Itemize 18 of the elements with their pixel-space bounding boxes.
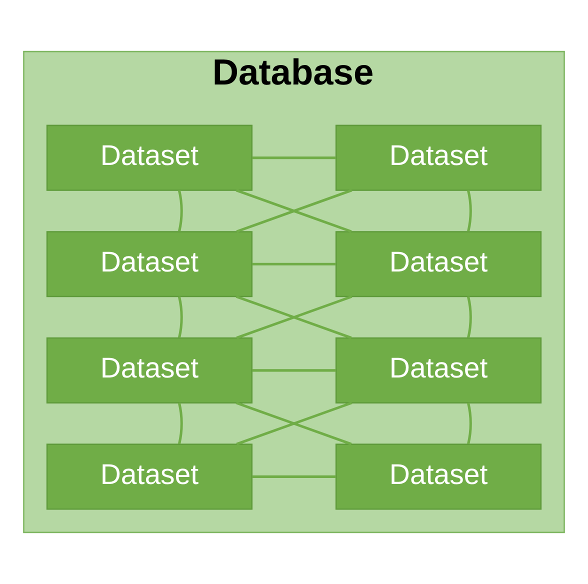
connector	[178, 402, 183, 444]
node-box: Dataset	[335, 444, 542, 510]
connector	[252, 156, 336, 160]
connector	[178, 190, 183, 232]
connector	[466, 402, 472, 444]
connector	[252, 475, 336, 478]
node-box: Dataset	[46, 124, 253, 191]
connector	[178, 296, 183, 338]
connector	[466, 296, 472, 338]
node-box: Dataset	[335, 231, 542, 298]
connector	[252, 369, 336, 372]
connector	[466, 190, 472, 232]
connector	[252, 262, 336, 266]
node-box: Dataset	[46, 444, 253, 510]
node-box: Dataset	[335, 337, 542, 404]
node-box: Dataset	[46, 231, 253, 298]
node-box: Dataset	[46, 337, 253, 404]
node-box: Dataset	[335, 124, 542, 191]
